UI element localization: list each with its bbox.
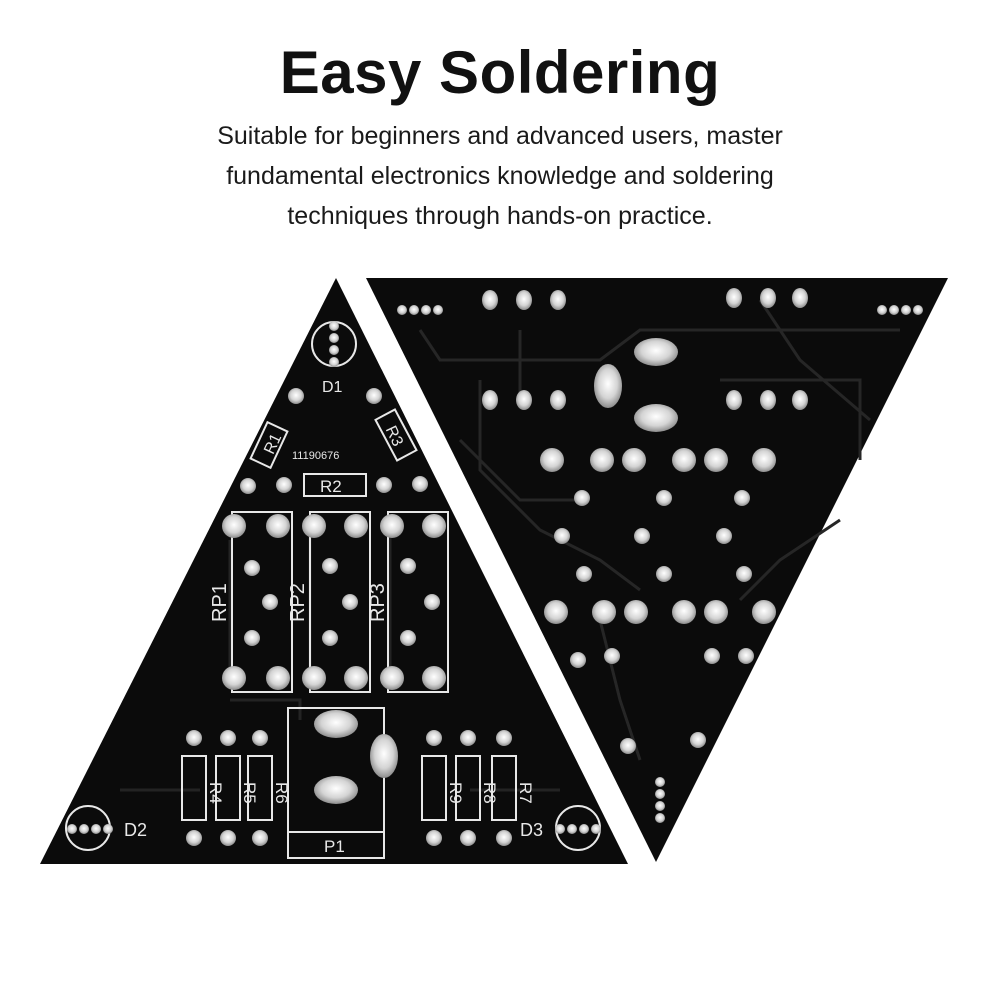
p1-pads — [314, 710, 398, 804]
pad — [376, 477, 392, 493]
pad — [412, 476, 428, 492]
label-r4: R4 — [206, 782, 225, 804]
label-r5: R5 — [240, 782, 259, 804]
label-r7: R7 — [516, 782, 535, 804]
label-rp2: RP2 — [287, 583, 309, 622]
potentiometer-outlines — [231, 511, 449, 693]
resistor-pads-left — [186, 730, 268, 846]
p1-outline — [287, 707, 385, 859]
label-r6: R6 — [272, 782, 291, 804]
pcb-back-board — [366, 278, 948, 862]
board-serial: 11190676 — [292, 450, 339, 462]
d1-pads — [329, 321, 339, 367]
label-p1: P1 — [324, 837, 345, 856]
pad — [276, 477, 292, 493]
pcb-front-board: D1 R1 R3 11190676 R2 RP1 RP2 — [40, 278, 628, 864]
d2-pads — [67, 824, 113, 834]
pad — [288, 388, 304, 404]
resistor-r2: R2 — [303, 473, 367, 497]
label-d3: D3 — [520, 820, 543, 840]
label-d2: D2 — [124, 820, 147, 840]
resistor-pads-right — [426, 730, 512, 846]
pad — [366, 388, 382, 404]
label-d1: D1 — [322, 379, 343, 396]
potentiometer-pads — [222, 514, 446, 690]
board-back-outline — [366, 278, 948, 862]
back-led-pads — [397, 305, 923, 823]
pad — [240, 478, 256, 494]
subtitle-line-2: fundamental electronics knowledge and so… — [226, 162, 774, 190]
label-r8: R8 — [480, 782, 499, 804]
resistor-r3: R3 — [374, 408, 418, 462]
resistor-group-left — [181, 755, 273, 821]
subtitle: Suitable for beginners and advanced user… — [150, 116, 850, 236]
subtitle-line-3: techniques through hands-on practice. — [287, 202, 713, 230]
subtitle-line-1: Suitable for beginners and advanced user… — [217, 122, 783, 150]
label-r9: R9 — [446, 782, 465, 804]
back-traces — [418, 299, 900, 761]
label-r2: R2 — [320, 477, 342, 496]
label-rp3: RP3 — [367, 583, 389, 622]
headline: Easy Soldering — [279, 39, 721, 106]
d3-pads — [555, 824, 601, 834]
back-pads — [482, 288, 808, 754]
label-rp1: RP1 — [209, 583, 231, 622]
resistor-group-right — [421, 755, 517, 821]
